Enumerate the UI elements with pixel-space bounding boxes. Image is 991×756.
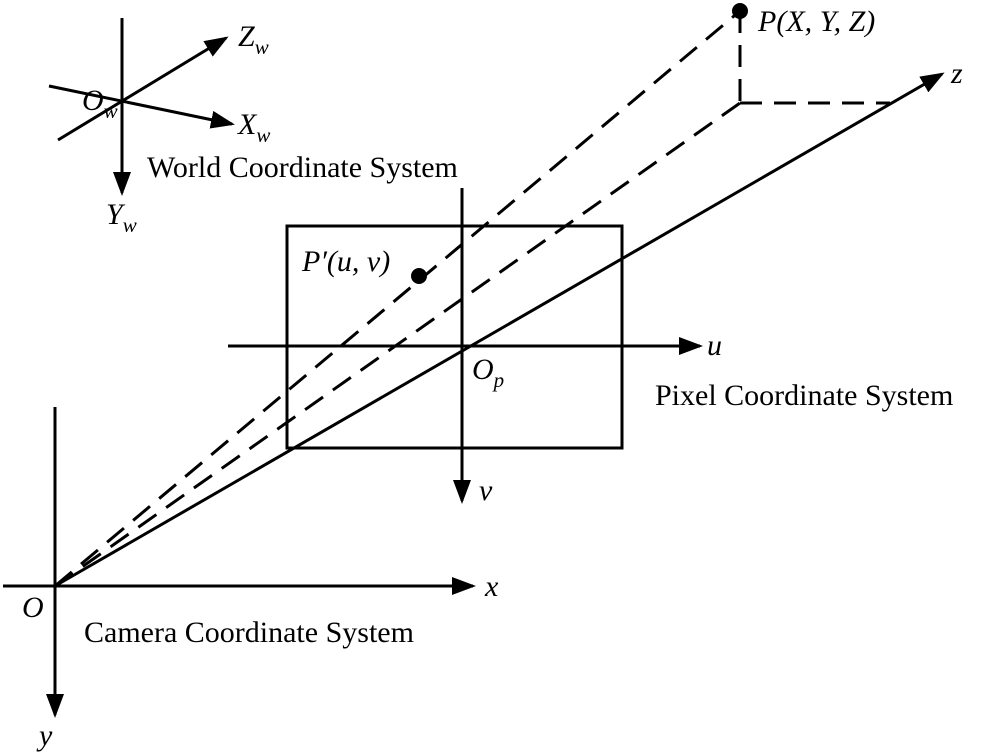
world-coordinate-system: Ow Zw Xw Yw World Coordinate System [48, 18, 458, 237]
image-point-label: P′(u, v) [301, 245, 390, 278]
world-x-label: Xw [237, 108, 270, 147]
pixel-v-label: v [479, 474, 493, 507]
projection-rays [54, 9, 890, 588]
world-y-label: Yw [106, 198, 137, 237]
world-x-axis [48, 84, 235, 129]
camera-y-label: y [36, 719, 53, 752]
ray-to-world-point [54, 9, 741, 588]
image-point-dot [411, 268, 427, 284]
camera-origin-label: O [22, 591, 44, 624]
world-point-dot [732, 3, 748, 19]
pixel-origin-label: Op [472, 353, 504, 392]
camera-x-label: x [484, 570, 499, 603]
camera-system-title: Camera Coordinate System [84, 616, 414, 649]
image-plane [285, 224, 624, 450]
world-origin-label: Ow [82, 84, 118, 123]
camera-z-axis [54, 72, 945, 588]
pixel-system-title: Pixel Coordinate System [655, 379, 953, 412]
world-z-label: Zw [238, 20, 269, 59]
world-system-title: World Coordinate System [147, 151, 458, 184]
pixel-u-label: u [707, 329, 722, 362]
camera-coordinate-system: O x y z Camera Coordinate System [3, 57, 963, 752]
points: P(X, Y, Z) P′(u, v) [301, 3, 875, 284]
world-point-label: P(X, Y, Z) [757, 5, 875, 38]
ray-to-foot-point [54, 101, 741, 588]
camera-z-label: z [950, 57, 963, 90]
pixel-coordinate-system: Op u v Pixel Coordinate System [228, 188, 953, 507]
world-z-axis [57, 36, 229, 142]
